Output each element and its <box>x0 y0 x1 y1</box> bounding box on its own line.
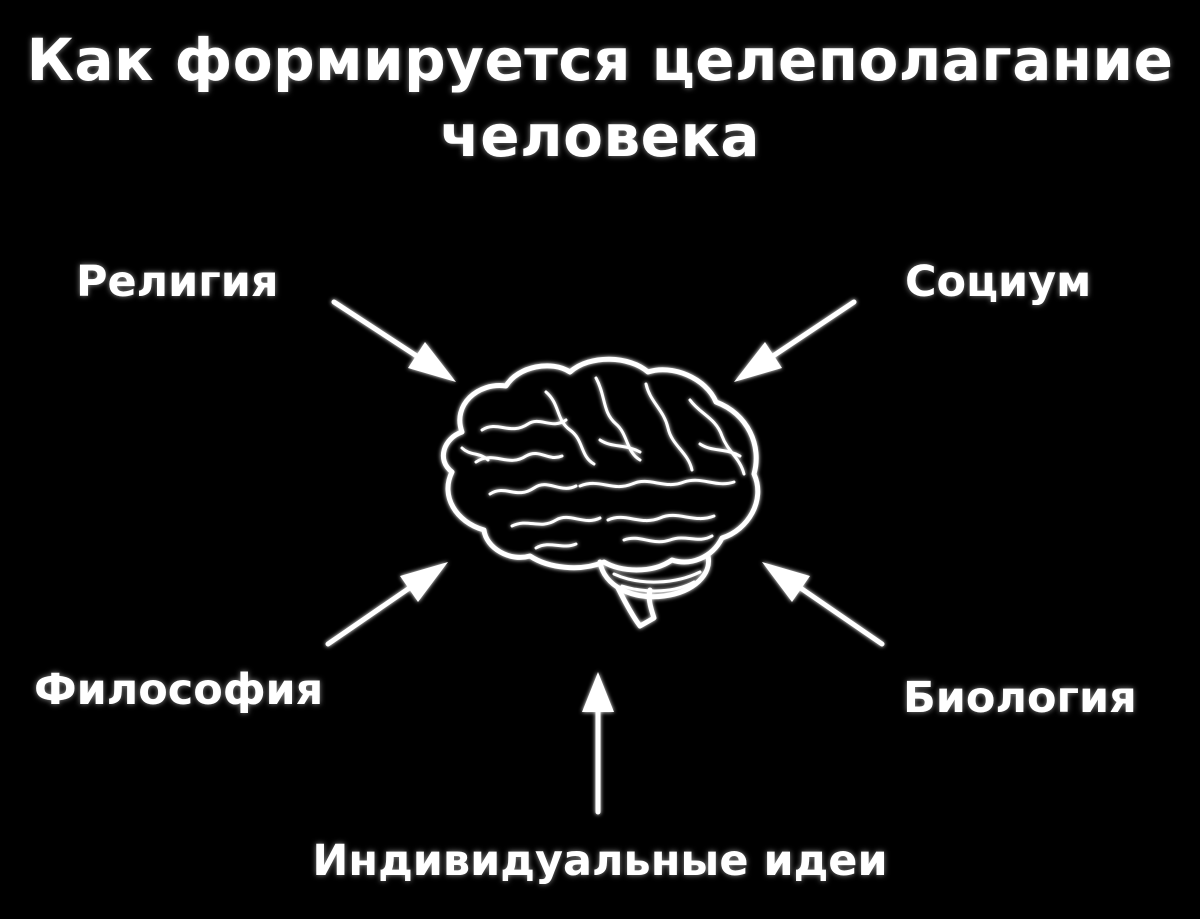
source-society-label: Социум <box>905 257 1092 307</box>
arrow-biology <box>762 562 885 647</box>
title-line-2: человека <box>439 102 761 170</box>
arrow-philosophy <box>325 562 448 647</box>
source-religion-label: Религия <box>76 257 279 307</box>
title-line-1: Как формируется целеполагание <box>26 26 1174 94</box>
source-biology-label: Биология <box>903 673 1137 723</box>
brain-icon <box>440 356 761 629</box>
diagram-title: Как формируется целеполагание человека <box>0 22 1200 174</box>
source-ideas-label: Индивидуальные идеи <box>312 836 888 886</box>
arrow-society <box>734 299 857 382</box>
arrow-religion <box>331 299 456 382</box>
arrow-ideas <box>582 672 614 815</box>
source-philosophy-label: Философия <box>34 665 324 715</box>
